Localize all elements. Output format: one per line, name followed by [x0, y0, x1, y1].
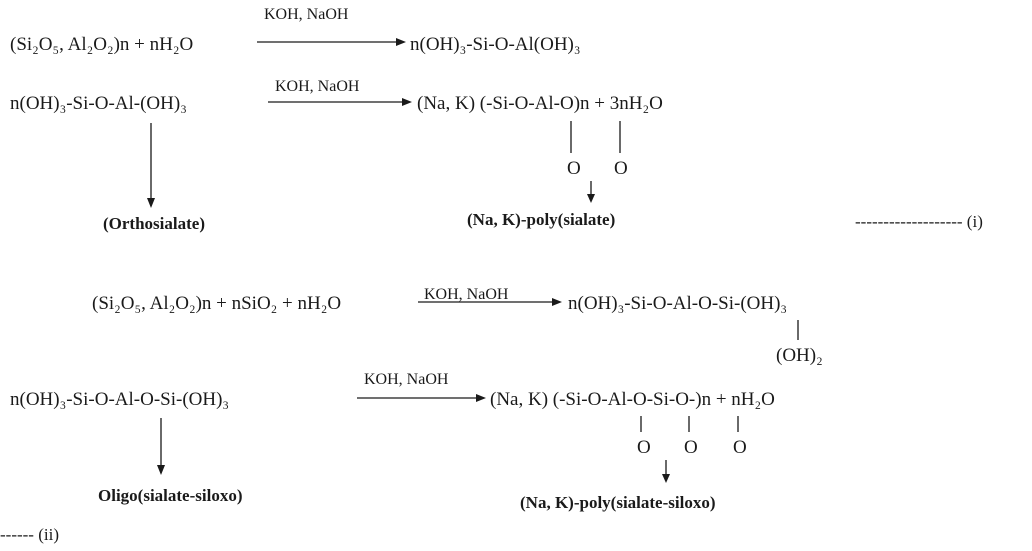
r2-equation-tag: ------ (ii) — [0, 525, 59, 544]
r2-step2-catalyst: KOH, NaOH — [364, 371, 449, 388]
r2-step1-product: n(OH)₃-Si-O-Al-O-Si-(OH)₃ — [568, 293, 788, 314]
r1-step2-catalyst: KOH, NaOH — [275, 78, 360, 95]
r2-pendant-oxygen-1: O — [637, 437, 651, 458]
r1-step1-catalyst: KOH, NaOH — [264, 6, 349, 23]
r1-product-down-arrow — [587, 181, 595, 203]
r2-intermediate-label: Oligo(sialate-siloxo) — [98, 486, 243, 505]
r1-step2-reactant: n(OH)₃-Si-O-Al-(OH)₃ — [10, 93, 187, 114]
r1-step1-reactants: (Si₂O₅, Al₂O₂)n + nH₂O — [10, 34, 194, 55]
r1-step2-product: (Na, K) (-Si-O-Al-O)n + 3nH₂O — [417, 93, 663, 114]
r1-step2-arrow — [268, 98, 412, 106]
r2-intermediate-down-arrow — [157, 418, 165, 475]
r1-pendant-oxygen-2: O — [614, 158, 628, 179]
r2-pendant-oxygen-2: O — [684, 437, 698, 458]
r2-step2-product: (Na, K) (-Si-O-Al-O-Si-O-)n + nH₂O — [490, 389, 775, 410]
r2-step1-pendant-oh: (OH)₂ — [776, 345, 823, 366]
r1-step1-arrow — [257, 38, 406, 46]
r2-product-label: (Na, K)-poly(sialate-siloxo) — [520, 493, 716, 512]
r2-step2-reactant: n(OH)₃-Si-O-Al-O-Si-(OH)₃ — [10, 389, 230, 410]
r1-step1-product: n(OH)₃-Si-O-Al(OH)₃ — [410, 34, 581, 55]
r2-step1-reactants: (Si₂O₅, Al₂O₂)n + nSiO₂ + nH₂O — [92, 293, 342, 314]
r1-product-label: (Na, K)-poly(sialate) — [467, 210, 616, 229]
r2-pendant-oxygen-3: O — [733, 437, 747, 458]
r1-intermediate-label: (Orthosialate) — [103, 214, 205, 233]
r2-step1-arrow — [418, 298, 562, 306]
r1-intermediate-down-arrow — [147, 123, 155, 208]
r2-step1-catalyst: KOH, NaOH — [424, 286, 509, 303]
r2-step2-arrow — [357, 394, 486, 402]
r1-equation-tag: ------------------- (i) — [855, 212, 983, 231]
r2-product-down-arrow — [662, 460, 670, 483]
r1-pendant-oxygen-1: O — [567, 158, 581, 179]
